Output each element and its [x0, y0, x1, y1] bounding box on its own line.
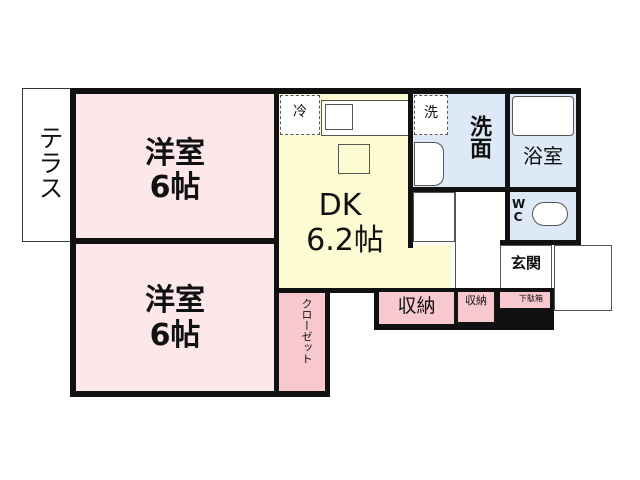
washer-space [414, 95, 448, 135]
wall-dk-bottom [276, 288, 456, 293]
dk-size: 6.2帖 [306, 223, 384, 258]
range-hood-icon [338, 144, 370, 174]
fridge-space [280, 95, 320, 135]
bath-label: 浴室 [523, 144, 563, 168]
western-room-1 [76, 94, 274, 239]
bathtub-icon [512, 96, 574, 136]
wall-v1 [274, 88, 279, 396]
washroom-label: 洗面 [466, 115, 491, 159]
terrace-label: テラス [35, 125, 64, 200]
western1-name: 洋室 [145, 136, 205, 171]
shoebox [500, 292, 550, 308]
western1-size: 6帖 [149, 170, 201, 205]
wall-v3 [505, 88, 510, 243]
wall-v2 [408, 88, 413, 248]
closet-small [413, 192, 455, 242]
kitchen-counter [321, 100, 409, 136]
front-door [554, 245, 612, 311]
washer-label: 洗 [424, 105, 438, 121]
wc-label: WC [512, 197, 526, 224]
dk-lower [409, 245, 451, 288]
wall-h-wash [408, 187, 580, 192]
closet [279, 292, 325, 391]
outer-wall [70, 88, 580, 94]
toilet-icon [532, 202, 568, 226]
wall-bottom [70, 391, 330, 397]
storage2-label: 収納 [465, 294, 487, 307]
wall-closet [325, 288, 330, 396]
shoebox-label: 下駄箱 [519, 294, 543, 303]
wall-wc-bottom [495, 240, 581, 245]
washbasin-icon [414, 142, 444, 186]
fridge-label: 冷 [293, 104, 307, 120]
terrace [22, 88, 74, 242]
storage1-label: 収納 [397, 295, 436, 317]
sink-icon [325, 104, 353, 130]
wall-mid [70, 238, 280, 244]
dk-name: DK [318, 188, 362, 223]
wall-right [576, 88, 581, 244]
hallway [455, 192, 500, 288]
western-room-2 [76, 244, 274, 391]
storage-1 [379, 292, 454, 324]
storage-2 [458, 292, 494, 322]
western2-size: 6帖 [149, 318, 201, 353]
western2-name: 洋室 [145, 283, 205, 318]
entrance-label: 玄関 [510, 254, 541, 272]
closet-label: クローゼット [300, 298, 313, 364]
